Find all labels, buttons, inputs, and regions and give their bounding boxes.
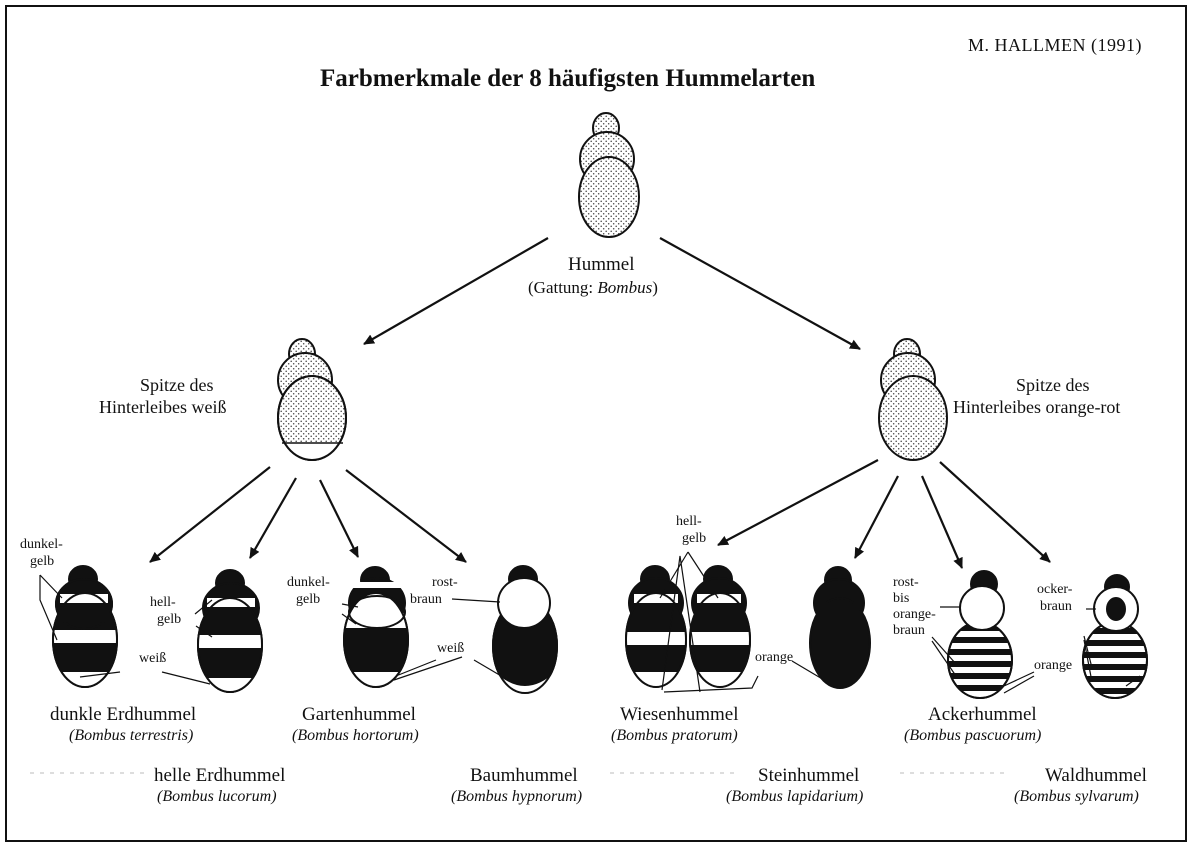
label-rostorange-a: rost-: [893, 576, 919, 590]
bee-wiesenhummel-icon: [620, 566, 754, 692]
label-weiss-2: weiß: [437, 642, 464, 656]
label-dunkelgelb-2a: dunkel-: [287, 576, 330, 590]
bee-ackerhummel-icon: [945, 571, 1017, 698]
species-latin-6: (Bombus lapidarium): [726, 789, 863, 805]
label-orange-2: orange: [1034, 659, 1072, 673]
orange-tip-bee-icon: [879, 339, 947, 460]
label-rostorange-c: orange-: [893, 608, 936, 622]
author-credit: M. HALLMEN (1991): [968, 36, 1142, 54]
label-rostbraun-b: braun: [410, 593, 442, 607]
label-dunkelgelb-2b: gelb: [296, 593, 320, 607]
bee-waldhummel-icon: [1080, 575, 1152, 698]
group-white-line2: Hinterleibes weiß: [99, 398, 226, 416]
label-hellgelb-1a: hell-: [150, 596, 176, 610]
species-latin-8: (Bombus sylvarum): [1014, 789, 1139, 805]
white-tip-bee-icon: [270, 339, 360, 463]
bee-helle-erdhummel-icon: [195, 570, 265, 698]
species-latin-1: (Bombus terrestris): [69, 728, 193, 744]
group-white-line1: Spitze des: [140, 376, 214, 394]
label-dunkelgelb-1b: gelb: [30, 555, 54, 569]
label-ocker-a: ocker-: [1037, 583, 1072, 597]
label-hellgelb-2a: hell-: [676, 515, 702, 529]
genus-bee-icon: [579, 113, 639, 237]
bee-baumhummel-icon: [493, 566, 557, 694]
label-hellgelb-2b: gelb: [682, 532, 706, 546]
bee-gartenhummel-icon: [340, 567, 412, 692]
species-latin-5: (Bombus pratorum): [611, 728, 738, 744]
label-rostbraun-a: rost-: [432, 576, 458, 590]
label-orange-1: orange: [755, 651, 793, 665]
species-latin-2: (Bombus lucorum): [157, 789, 277, 805]
species-common-1: dunkle Erdhummel: [50, 705, 196, 724]
genus-sub: (Gattung: Bombus): [528, 279, 658, 296]
genus-name: Hummel: [568, 255, 635, 274]
label-dunkelgelb-1a: dunkel-: [20, 538, 63, 552]
species-common-7: Ackerhummel: [928, 705, 1037, 724]
page-title: Farbmerkmale der 8 häufigsten Hummelarte…: [320, 66, 815, 91]
group-orange-line2: Hinterleibes orange-rot: [953, 398, 1120, 416]
species-latin-4: (Bombus hypnorum): [451, 789, 582, 805]
species-common-2: helle Erdhummel: [154, 766, 285, 785]
species-common-6: Steinhummel: [758, 766, 859, 785]
species-common-8: Waldhummel: [1045, 766, 1147, 785]
species-latin-7: (Bombus pascuorum): [904, 728, 1041, 744]
species-common-3: Gartenhummel: [302, 705, 416, 724]
label-ocker-b: braun: [1040, 600, 1072, 614]
species-common-4: Baumhummel: [470, 766, 578, 785]
bee-steinhummel-icon: [810, 567, 870, 688]
label-rostorange-b: bis: [893, 592, 909, 606]
species-latin-3: (Bombus hortorum): [292, 728, 419, 744]
label-rostorange-d: braun: [893, 624, 925, 638]
species-common-5: Wiesenhummel: [620, 705, 738, 724]
label-weiss-1: weiß: [139, 652, 166, 666]
group-orange-line1: Spitze des: [1016, 376, 1090, 394]
label-hellgelb-1b: gelb: [157, 613, 181, 627]
